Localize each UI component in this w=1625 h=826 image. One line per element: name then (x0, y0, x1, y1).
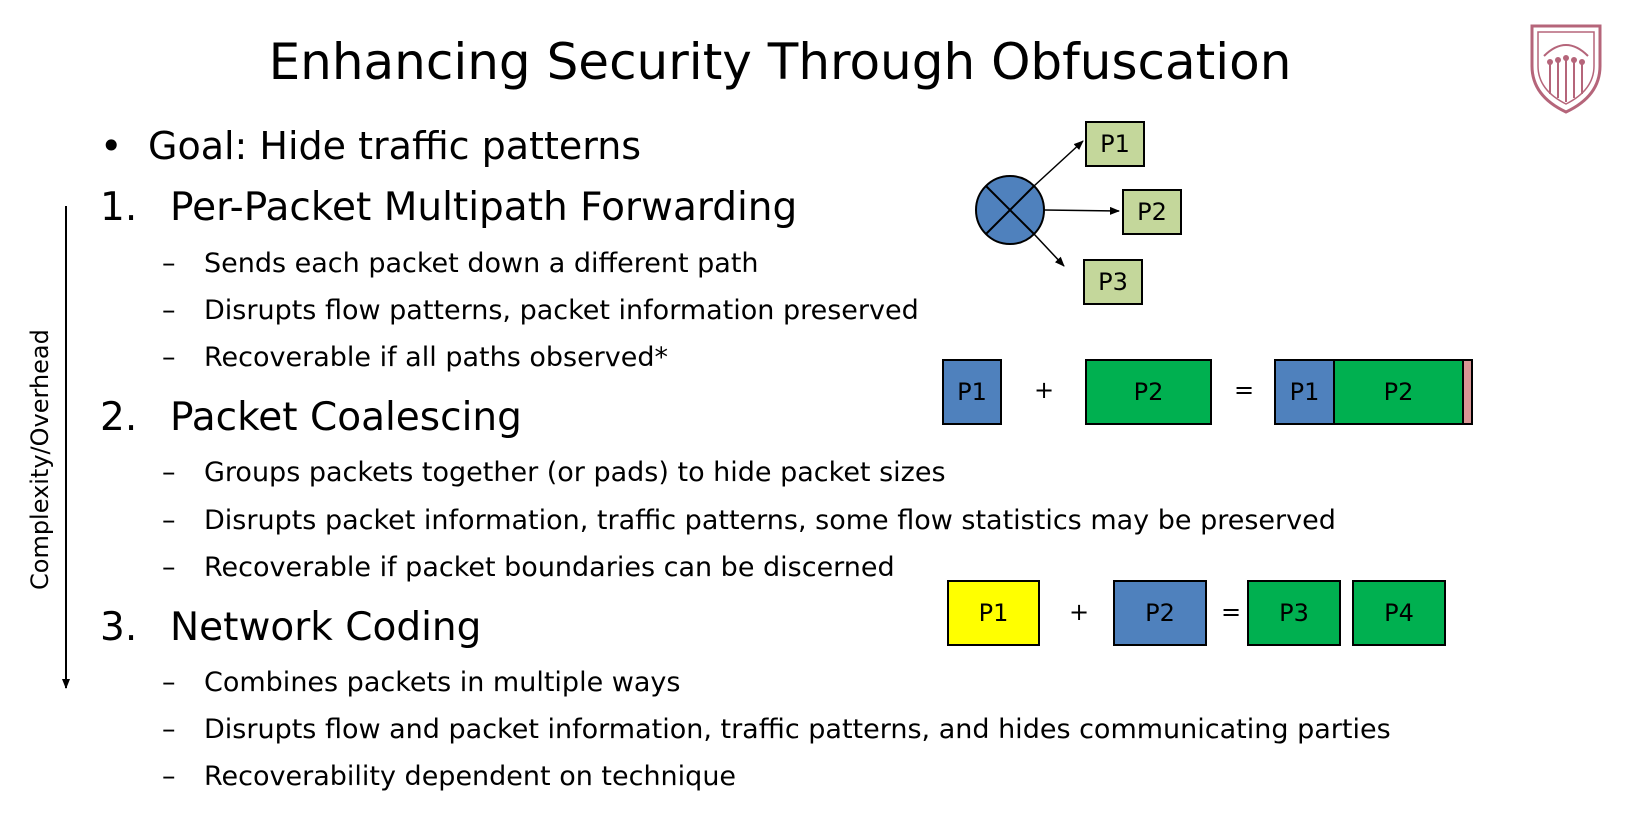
padding-block (1462, 359, 1473, 425)
section-coalescing: 2. Packet Coalescing (100, 392, 522, 444)
item-text: Disrupts flow and packet information, tr… (204, 714, 1391, 745)
dash: – (162, 295, 176, 326)
dash: – (162, 714, 176, 745)
dash: – (162, 552, 176, 583)
list-item: –Sends each packet down a different path (162, 246, 759, 282)
dash: – (162, 667, 176, 698)
dash: – (162, 505, 176, 536)
item-text: Combines packets in multiple ways (204, 667, 681, 698)
list-item: –Combines packets in multiple ways (162, 665, 680, 701)
dash: – (162, 248, 176, 279)
slide-title: Enhancing Security Through Obfuscation (268, 33, 1292, 91)
list-item: –Groups packets together (or pads) to hi… (162, 455, 946, 491)
goal-bullet: • Goal: Hide traffic patterns (100, 120, 641, 172)
list-item: –Recoverable if packet boundaries can be… (162, 550, 895, 586)
list-item: –Disrupts packet information, traffic pa… (162, 503, 1336, 539)
dash: – (162, 761, 176, 792)
coding-output-p3: P3 (1247, 580, 1341, 646)
list-item: –Recoverability dependent on technique (162, 759, 736, 795)
item-text: Recoverability dependent on technique (204, 761, 737, 792)
coding-input-p2: P2 (1113, 580, 1207, 646)
plus-operator: + (1034, 376, 1055, 404)
arrow-to-p1 (1033, 140, 1084, 187)
packet-p3: P3 (1083, 259, 1143, 305)
arrow-to-p2 (1043, 206, 1120, 215)
university-seal-logo (1530, 24, 1602, 114)
item-text: Recoverable if packet boundaries can be … (204, 552, 895, 583)
item-text: Sends each packet down a different path (204, 248, 759, 279)
coalesce-input-p1: P1 (942, 359, 1002, 425)
coding-output-p4: P4 (1352, 580, 1446, 646)
goal-text: Goal: Hide traffic patterns (148, 124, 642, 168)
item-text: Disrupts flow patterns, packet informati… (204, 295, 919, 326)
packet-p2: P2 (1122, 189, 1182, 235)
equals-operator: = (1221, 598, 1242, 626)
section-title: Network Coding (170, 605, 482, 650)
list-item: –Recoverable if all paths observed* (162, 340, 668, 376)
item-text: Disrupts packet information, traffic pat… (204, 505, 1336, 536)
plus-operator: + (1069, 598, 1090, 626)
section-multipath: 1. Per-Packet Multipath Forwarding (100, 182, 797, 234)
coalesce-result-p1: P1 (1274, 359, 1335, 425)
section-number: 3. (100, 605, 138, 650)
router-icon (975, 175, 1045, 245)
section-number: 2. (100, 395, 138, 440)
section-network-coding: 3. Network Coding (100, 602, 481, 654)
arrow-to-p3 (1033, 233, 1065, 267)
coalesce-input-p2: P2 (1085, 359, 1212, 425)
bullet-dot: • (100, 124, 123, 168)
coalesce-result-p2: P2 (1333, 359, 1464, 425)
dash: – (162, 342, 176, 373)
item-text: Recoverable if all paths observed* (204, 342, 669, 373)
item-text: Groups packets together (or pads) to hid… (204, 457, 946, 488)
packet-p1: P1 (1085, 121, 1145, 167)
coding-input-p1: P1 (947, 580, 1040, 646)
section-title: Per-Packet Multipath Forwarding (170, 185, 798, 230)
dash: – (162, 457, 176, 488)
section-number: 1. (100, 185, 138, 230)
list-item: –Disrupts flow patterns, packet informat… (162, 293, 919, 329)
section-title: Packet Coalescing (170, 395, 522, 440)
equals-operator: = (1234, 376, 1255, 404)
list-item: –Disrupts flow and packet information, t… (162, 712, 1391, 748)
